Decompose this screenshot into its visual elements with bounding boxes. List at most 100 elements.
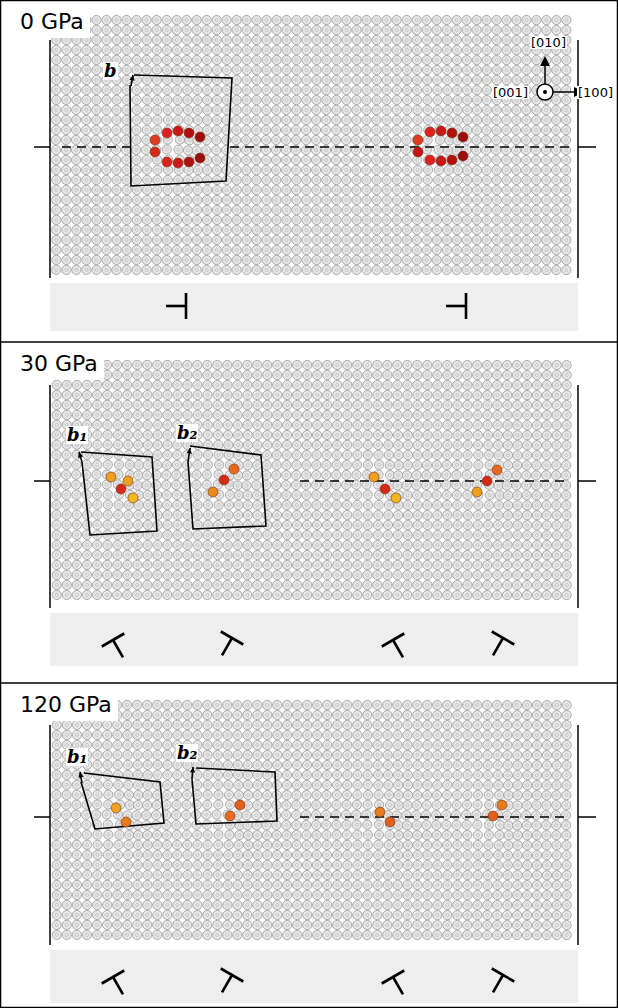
atom [52,155,61,164]
atom [492,126,501,135]
atom [132,155,141,164]
atom [203,176,212,185]
atom [232,126,241,135]
atom [532,106,541,115]
atom [362,35,371,44]
atom [172,25,181,34]
atom [522,26,531,35]
atom [282,135,291,144]
atom [192,45,201,54]
atom [302,165,311,174]
atom [52,85,61,94]
atom [272,15,281,24]
atom [432,15,441,24]
atom [142,25,151,34]
atom [192,25,201,34]
atom [282,95,291,104]
atom [322,85,331,94]
atom [352,35,361,44]
atom [292,165,301,174]
atom [292,15,301,24]
atom [392,65,401,74]
atom [292,85,301,94]
atom [232,195,241,204]
atom [372,15,381,24]
atom [492,66,501,75]
atom [72,65,81,74]
atom [322,195,331,204]
atom [512,36,521,45]
atom [302,105,311,114]
atom [292,45,301,54]
atom [402,25,411,34]
atom [443,176,452,185]
atom [252,166,261,175]
atom [453,186,462,195]
atom [262,65,271,74]
atom [562,116,571,125]
atom [423,95,432,104]
atom [332,85,341,94]
atom [472,46,481,55]
atom [92,195,101,204]
atom [412,45,421,54]
atom [272,135,281,144]
atom [453,196,462,205]
atom [362,115,371,124]
atom [453,116,462,125]
atom [222,65,231,74]
atom [203,166,212,175]
atom [443,106,452,115]
atom [102,165,111,174]
atom [162,25,171,34]
atom [51,145,60,154]
atom [302,195,311,204]
atom [82,75,91,84]
atom [82,195,91,204]
atom [232,176,241,185]
atom [262,25,271,34]
atom [312,95,321,104]
atom [322,185,331,194]
atom [402,195,411,204]
atom [312,155,321,164]
atom [362,125,371,134]
atom [492,25,501,34]
atom [332,195,341,204]
atom [442,65,451,74]
atom [92,205,101,214]
symbol-band [50,283,578,331]
atom [302,115,311,124]
atom [392,95,401,104]
atom [272,95,281,104]
atom [322,105,331,114]
atom [302,155,311,164]
atom [522,186,531,195]
atom [382,165,391,174]
atom [52,75,61,84]
atom [551,136,560,145]
atom [102,105,111,114]
atom [423,185,432,194]
atom [132,25,141,34]
atom [252,195,261,204]
atom [202,55,211,64]
atom [522,136,531,145]
atom [362,65,371,74]
atom [92,155,101,164]
atom [442,55,451,64]
atom [352,95,361,104]
atom [452,25,461,34]
atom [312,165,321,174]
atom [163,105,172,114]
atom [352,105,361,114]
atom [112,195,121,204]
atom [332,155,341,164]
atom [382,95,391,104]
atom [562,76,571,85]
atom [472,176,481,185]
atom [372,65,381,74]
atom [302,25,311,34]
atom [153,95,162,104]
atom [232,95,241,104]
